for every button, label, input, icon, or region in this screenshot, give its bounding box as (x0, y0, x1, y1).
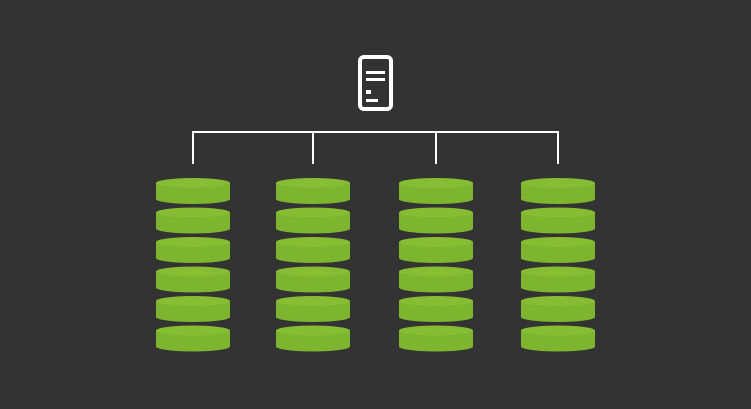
disk-bottom (156, 282, 230, 293)
database-disk (156, 325, 230, 352)
database-disk (276, 266, 350, 293)
database-disk (521, 325, 595, 352)
database-disk (156, 296, 230, 322)
database-stack-4 (521, 178, 595, 352)
disk-top (156, 266, 230, 277)
disk-top (399, 325, 473, 336)
disk-top (276, 178, 350, 188)
disk-top (276, 207, 350, 218)
database-disk (156, 178, 230, 204)
disk-top (521, 237, 595, 247)
database-disk (156, 266, 230, 293)
connector-lines (192, 131, 559, 164)
disk-bottom (521, 282, 595, 293)
database-disk (276, 237, 350, 263)
database-disk (399, 266, 473, 293)
disk-bottom (399, 253, 473, 263)
database-stack-1 (156, 178, 230, 352)
disk-bottom (521, 194, 595, 204)
disk-bottom (521, 223, 595, 234)
disk-bottom (521, 312, 595, 322)
database-disk (156, 237, 230, 263)
database-disk (276, 207, 350, 234)
disk-top (521, 207, 595, 218)
database-disk (521, 237, 595, 263)
disk-bottom (156, 253, 230, 263)
database-disk (399, 237, 473, 263)
disk-top (276, 237, 350, 247)
disk-top (156, 237, 230, 247)
disk-top (399, 237, 473, 247)
disk-bottom (399, 341, 473, 352)
database-stacks (156, 178, 595, 352)
database-disk (399, 178, 473, 204)
disk-bottom (276, 194, 350, 204)
database-stack-3 (399, 178, 473, 352)
disk-top (521, 325, 595, 336)
database-disk (521, 266, 595, 293)
disk-bottom (276, 223, 350, 234)
disk-top (276, 296, 350, 306)
database-stack-2 (276, 178, 350, 352)
database-disk (276, 325, 350, 352)
disk-top (399, 207, 473, 218)
disk-bottom (156, 312, 230, 322)
disk-top (156, 178, 230, 188)
server-led (366, 90, 371, 94)
disk-top (156, 207, 230, 218)
server-slot (366, 99, 378, 102)
database-disk (399, 207, 473, 234)
disk-bottom (399, 312, 473, 322)
disk-top (399, 266, 473, 277)
disk-top (399, 296, 473, 306)
database-disk (276, 178, 350, 204)
disk-top (276, 266, 350, 277)
disk-bottom (156, 194, 230, 204)
server-body (358, 55, 393, 111)
database-disk (521, 178, 595, 204)
disk-bottom (276, 282, 350, 293)
disk-bottom (276, 312, 350, 322)
disk-bottom (156, 341, 230, 352)
disk-top (276, 325, 350, 336)
database-disk (399, 296, 473, 322)
server-icon (358, 55, 393, 111)
disk-top (156, 325, 230, 336)
database-disk (521, 207, 595, 234)
disk-bottom (156, 223, 230, 234)
disk-top (156, 296, 230, 306)
disk-bottom (276, 341, 350, 352)
database-disk (399, 325, 473, 352)
database-disk (276, 296, 350, 322)
disk-bottom (399, 194, 473, 204)
disk-top (399, 178, 473, 188)
database-disk (521, 296, 595, 322)
disk-top (521, 266, 595, 277)
server-slot (366, 71, 385, 74)
database-disk (156, 207, 230, 234)
disk-bottom (276, 253, 350, 263)
disk-bottom (399, 223, 473, 234)
disk-top (521, 296, 595, 306)
server-slot (366, 78, 385, 81)
disk-bottom (521, 253, 595, 263)
disk-bottom (521, 341, 595, 352)
disk-top (521, 178, 595, 188)
disk-bottom (399, 282, 473, 293)
